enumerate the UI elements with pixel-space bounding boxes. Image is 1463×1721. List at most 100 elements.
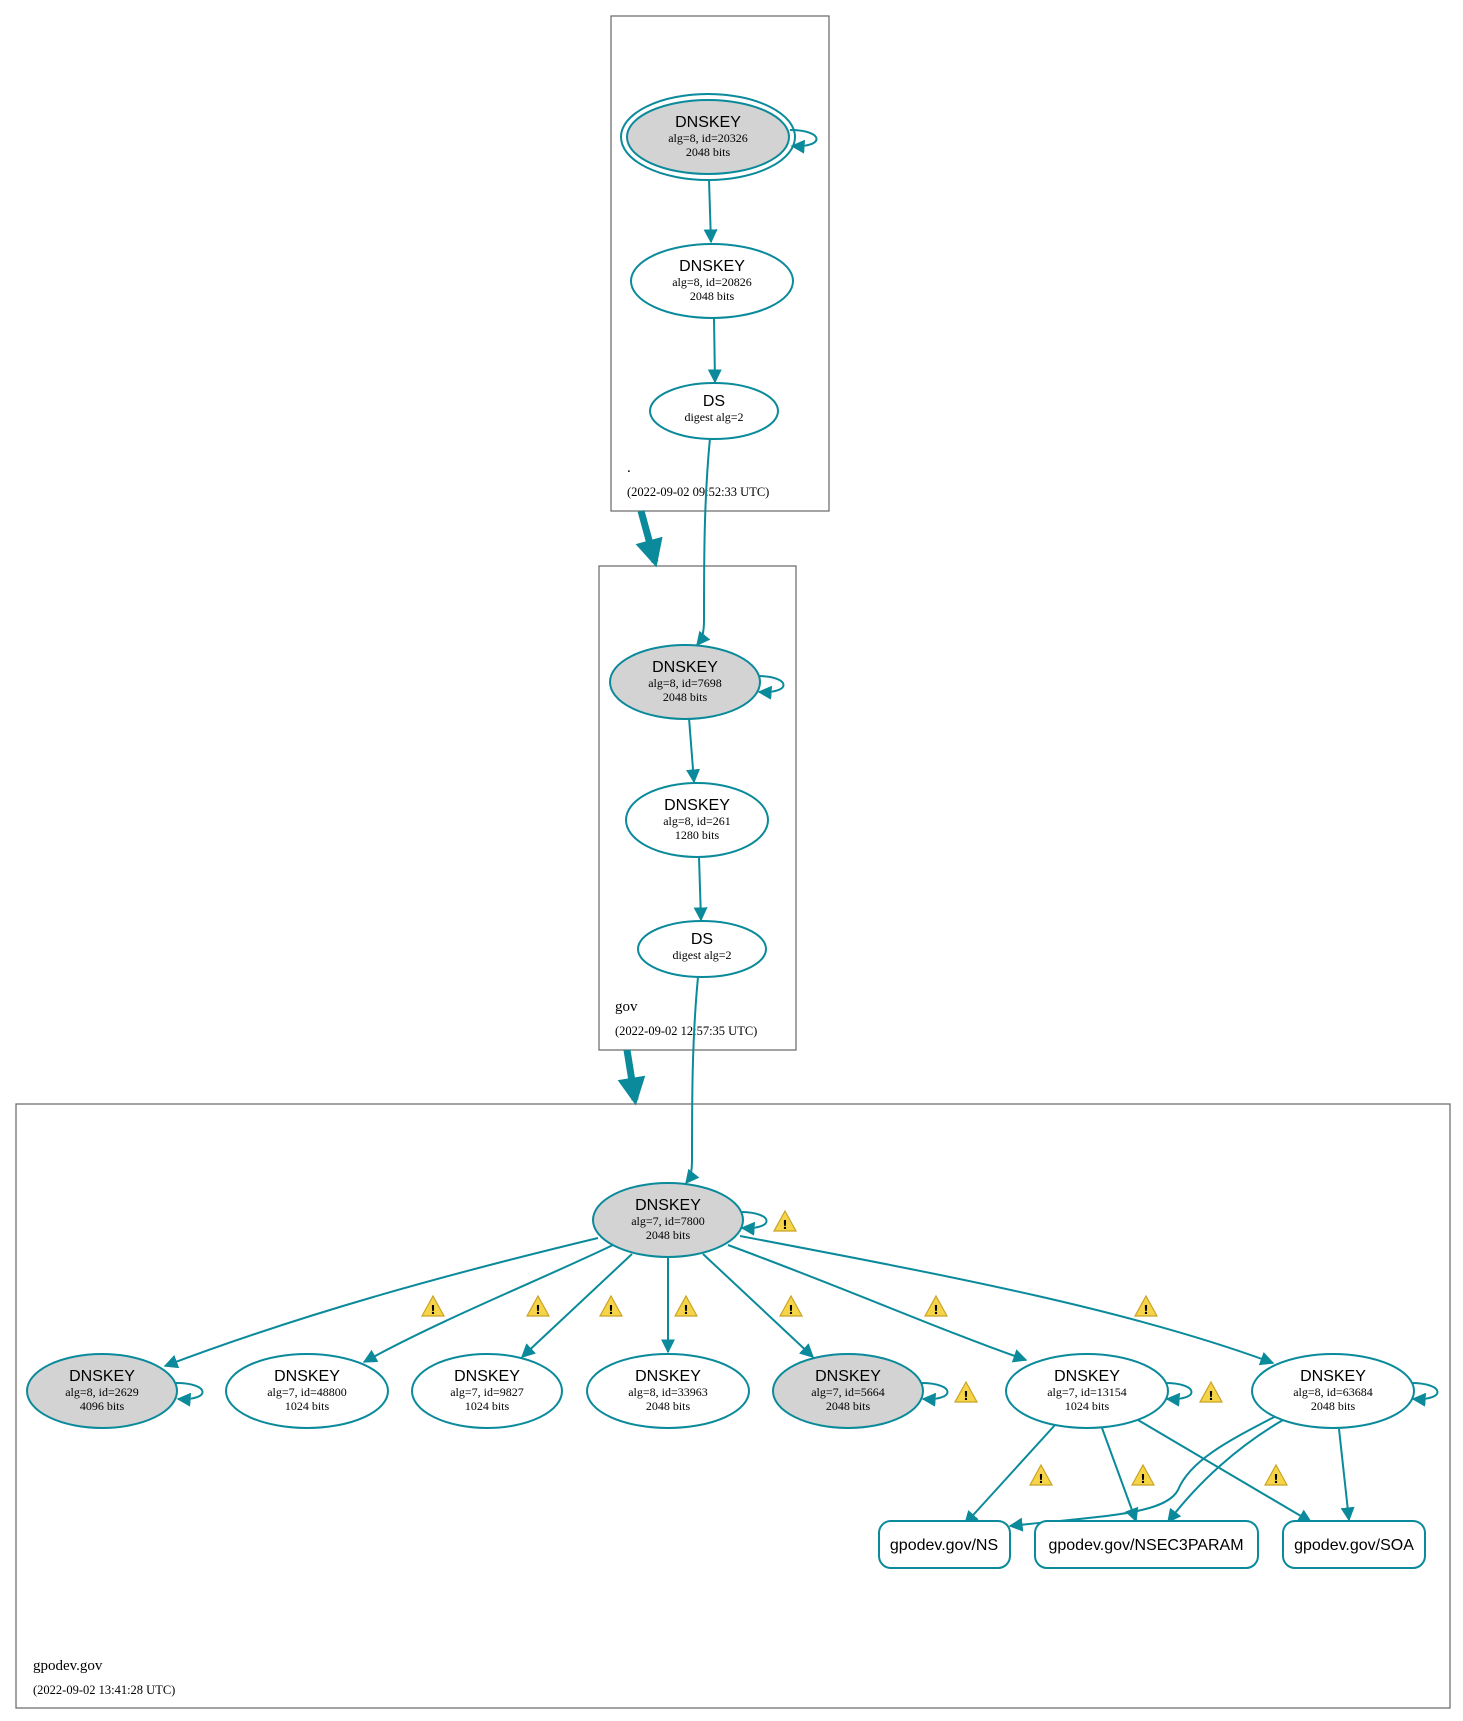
- ds-node-gov[interactable]: DS digest alg=2: [637, 920, 767, 978]
- zone-gov: gov (2022-09-02 12:57:35 UTC): [598, 565, 797, 1051]
- node-title: DS: [703, 393, 725, 410]
- warning-icon: !: [420, 1294, 446, 1317]
- svg-text:!: !: [788, 1303, 793, 1317]
- warning-icon: !: [525, 1294, 551, 1317]
- svg-text:!: !: [1143, 1303, 1148, 1317]
- sign-edge: [739, 1235, 1275, 1366]
- warning-icon: !: [778, 1294, 804, 1317]
- ds-edge: [685, 976, 700, 1185]
- warning-icon: !: [923, 1294, 949, 1317]
- warnings: ! ! ! ! ! ! ! ! ! ! ! ! !: [420, 1209, 1289, 1486]
- dnskey-node-7698[interactable]: DNSKEY alg=8, id=7698 2048 bits: [609, 644, 761, 720]
- dnskey-node-48800[interactable]: DNSKEY alg=7, id=48800 1024 bits: [225, 1353, 389, 1429]
- warning-icon: !: [673, 1294, 699, 1317]
- svg-text:!: !: [1273, 1472, 1278, 1486]
- warning-icon: !: [1263, 1463, 1289, 1486]
- node-title: DNSKEY: [274, 1368, 340, 1385]
- sign-edge: [686, 717, 700, 784]
- sign-edge: [1008, 1414, 1279, 1532]
- edges: [163, 129, 1439, 1532]
- rrset-node-nsec3param[interactable]: gpodev.gov/NSEC3PARAM: [1034, 1520, 1259, 1569]
- zone-box: [598, 565, 797, 1051]
- node-detail: alg=7, id=48800: [267, 1385, 347, 1399]
- node-detail: 2048 bits: [663, 690, 708, 704]
- node-detail: alg=7, id=7800: [631, 1214, 705, 1228]
- zone-timestamp: (2022-09-02 09:52:33 UTC): [627, 485, 769, 499]
- svg-text:!: !: [1038, 1472, 1043, 1486]
- dnskey-node-7800[interactable]: DNSKEY alg=7, id=7800 2048 bits: [592, 1182, 744, 1258]
- self-sign-edge: [739, 1211, 768, 1236]
- node-detail: alg=8, id=33963: [628, 1385, 708, 1399]
- dnskey-node-63684[interactable]: DNSKEY alg=8, id=63684 2048 bits: [1251, 1353, 1415, 1429]
- node-detail: alg=8, id=63684: [1293, 1385, 1373, 1399]
- node-detail: digest alg=2: [684, 410, 743, 424]
- rrset-node-soa[interactable]: gpodev.gov/SOA: [1282, 1520, 1426, 1569]
- node-detail: 1280 bits: [675, 828, 720, 842]
- node-detail: alg=8, id=7698: [648, 676, 722, 690]
- svg-text:!: !: [1208, 1389, 1213, 1403]
- node-detail: 1024 bits: [285, 1399, 330, 1413]
- warning-icon: !: [1198, 1380, 1224, 1403]
- warning-icon: !: [598, 1294, 624, 1317]
- node-detail: 1024 bits: [465, 1399, 510, 1413]
- svg-text:!: !: [683, 1303, 688, 1317]
- self-sign-edge: [175, 1382, 204, 1407]
- zone-name: .: [627, 460, 631, 476]
- warning-icon: !: [772, 1209, 798, 1232]
- rrset-label: gpodev.gov/NS: [890, 1537, 998, 1554]
- node-title: DNSKEY: [1054, 1368, 1120, 1385]
- node-detail: 2048 bits: [646, 1399, 691, 1413]
- sign-edge: [520, 1253, 633, 1358]
- self-sign-edge: [1410, 1382, 1439, 1407]
- node-detail: alg=8, id=20826: [672, 275, 752, 289]
- node-detail: alg=8, id=261: [663, 814, 731, 828]
- node-detail: alg=7, id=9827: [450, 1385, 524, 1399]
- node-detail: 2048 bits: [686, 145, 731, 159]
- dnskey-node-13154[interactable]: DNSKEY alg=7, id=13154 1024 bits: [1005, 1353, 1169, 1429]
- svg-text:!: !: [608, 1303, 613, 1317]
- dnskey-node-33963[interactable]: DNSKEY alg=8, id=33963 2048 bits: [586, 1353, 750, 1429]
- node-detail: 4096 bits: [80, 1399, 125, 1413]
- svg-text:!: !: [430, 1303, 435, 1317]
- sign-edge: [362, 1244, 614, 1363]
- self-sign-edge: [756, 675, 785, 700]
- node-detail: alg=7, id=13154: [1047, 1385, 1127, 1399]
- warning-icon: !: [1130, 1463, 1156, 1486]
- zone-timestamp: (2022-09-02 13:41:28 UTC): [33, 1683, 175, 1697]
- sign-edge: [1167, 1419, 1284, 1524]
- warning-icon: !: [953, 1380, 979, 1403]
- svg-text:!: !: [1140, 1472, 1145, 1486]
- node-title: DNSKEY: [675, 114, 741, 131]
- warning-icon: !: [1028, 1463, 1054, 1486]
- ds-node-root[interactable]: DS digest alg=2: [649, 382, 779, 440]
- dnskey-node-9827[interactable]: DNSKEY alg=7, id=9827 1024 bits: [411, 1353, 563, 1429]
- svg-text:!: !: [963, 1389, 968, 1403]
- node-title: DNSKEY: [652, 659, 718, 676]
- svg-text:!: !: [933, 1303, 938, 1317]
- node-title: DNSKEY: [679, 258, 745, 275]
- dnskey-node-5664[interactable]: DNSKEY alg=7, id=5664 2048 bits: [772, 1353, 924, 1429]
- dnskey-node-20326[interactable]: DNSKEY alg=8, id=20326 2048 bits: [620, 93, 796, 181]
- node-detail: 2048 bits: [690, 289, 735, 303]
- rrset-node-ns[interactable]: gpodev.gov/NS: [878, 1520, 1011, 1569]
- svg-text:!: !: [535, 1303, 540, 1317]
- node-detail: alg=8, id=2629: [65, 1385, 139, 1399]
- node-detail: 1024 bits: [1065, 1399, 1110, 1413]
- node-detail: digest alg=2: [672, 948, 731, 962]
- dnskey-node-2629[interactable]: DNSKEY alg=8, id=2629 4096 bits: [26, 1353, 178, 1429]
- delegation-arrow-root-gov: [635, 510, 663, 568]
- dnskey-node-20826[interactable]: DNSKEY alg=8, id=20826 2048 bits: [630, 243, 794, 319]
- node-detail: 2048 bits: [826, 1399, 871, 1413]
- node-title: DNSKEY: [664, 797, 730, 814]
- zone-timestamp: (2022-09-02 12:57:35 UTC): [615, 1024, 757, 1038]
- node-title: DNSKEY: [1300, 1368, 1366, 1385]
- dnskey-node-261[interactable]: DNSKEY alg=8, id=261 1280 bits: [625, 782, 769, 858]
- node-detail: 2048 bits: [646, 1228, 691, 1242]
- self-sign-edge: [1164, 1382, 1193, 1407]
- sign-edge: [1101, 1427, 1139, 1523]
- zone-box: [610, 15, 830, 512]
- sign-edge: [1338, 1428, 1355, 1522]
- node-title: DS: [691, 931, 713, 948]
- zone-root: . (2022-09-02 09:52:33 UTC): [610, 15, 830, 512]
